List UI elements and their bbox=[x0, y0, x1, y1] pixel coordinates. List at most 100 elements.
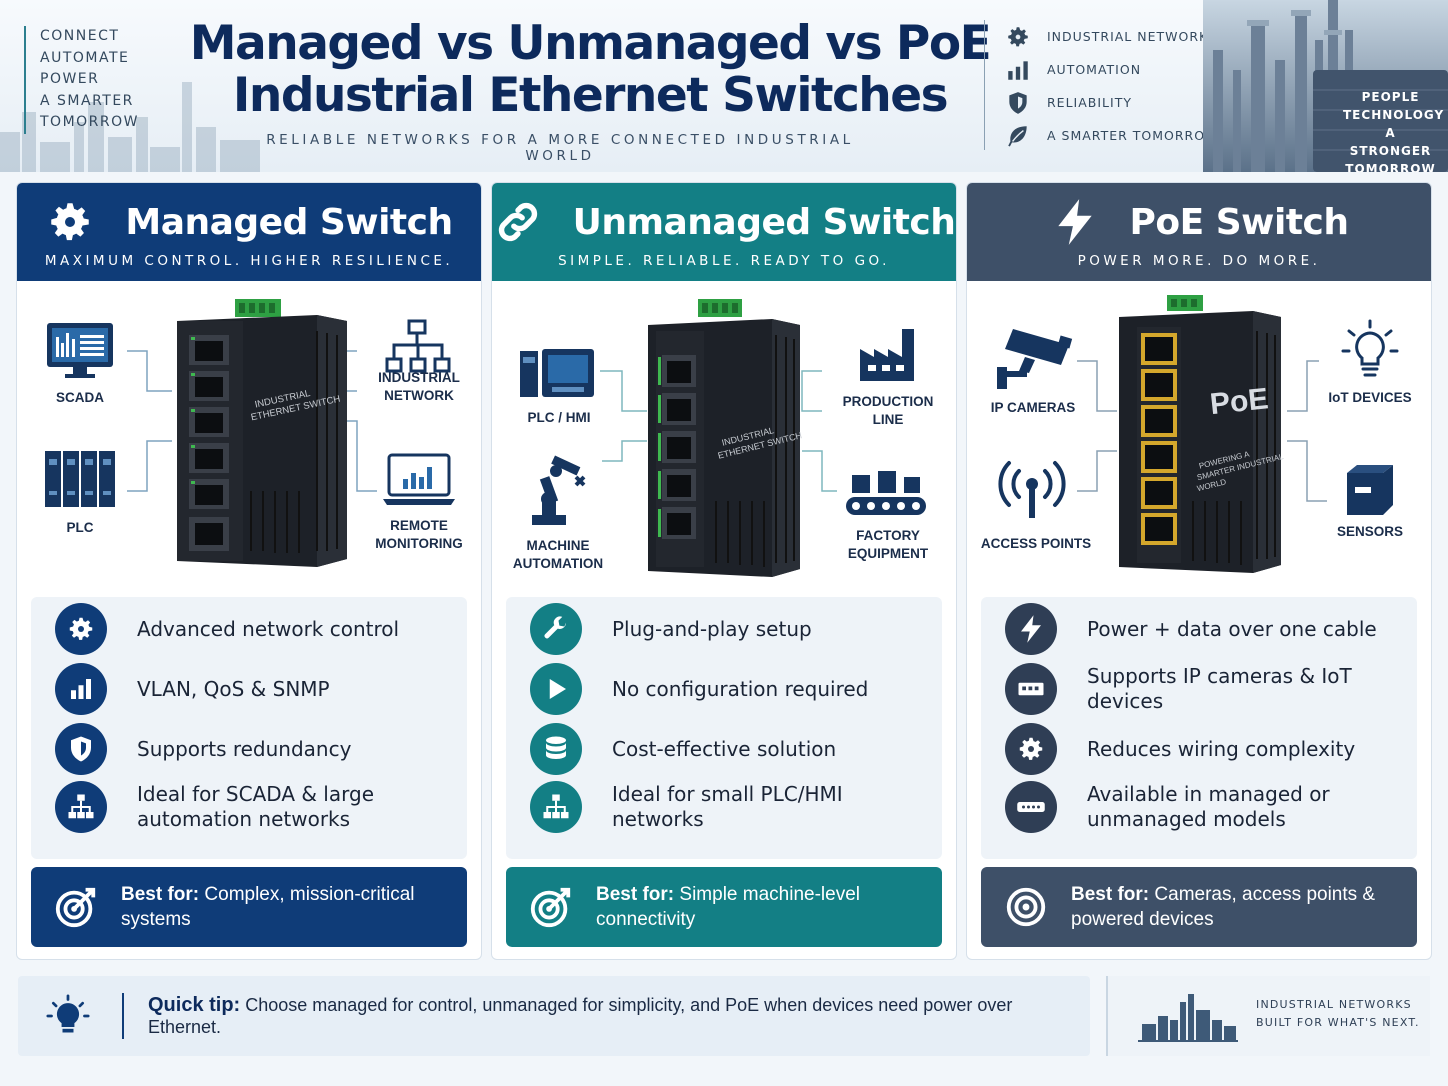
network-icon bbox=[68, 794, 94, 819]
device-label-line: FACTORY bbox=[856, 528, 920, 543]
device-label-line: PRODUCTION bbox=[842, 394, 934, 409]
card-header: PoE Switch POWER MORE. DO MORE. bbox=[967, 183, 1431, 281]
feature-text: Supports redundancy bbox=[137, 736, 352, 761]
best-for-label: Best for: bbox=[596, 884, 675, 905]
link-icon bbox=[498, 202, 537, 242]
header-item: AUTOMATION bbox=[1005, 53, 1218, 86]
best-for-text: Simple machine-level connectivity bbox=[596, 884, 860, 930]
device-text: PoE bbox=[1208, 382, 1269, 421]
feature-list: Advanced network control VLAN, QoS & SNM… bbox=[31, 597, 467, 859]
device-label-line: EQUIPMENT bbox=[847, 546, 929, 561]
industrial-plant-image bbox=[1203, 0, 1448, 172]
conveyor-icon bbox=[846, 471, 926, 515]
connector-lines bbox=[1077, 360, 1327, 502]
network-tree-icon bbox=[385, 319, 451, 373]
industrial-ethernet-switch-image: INDUSTRIAL ETHERNET SWITCH bbox=[648, 299, 803, 577]
feature-text: Ideal for small PLC/HMI networks bbox=[612, 782, 843, 831]
feature-text: Available in managed or unmanaged models bbox=[1087, 782, 1330, 831]
connector-lines bbox=[600, 370, 837, 492]
footer-brand-line: BUILT FOR WHAT'S NEXT. bbox=[1256, 1016, 1420, 1029]
lightbulb-icon bbox=[46, 994, 90, 1033]
switch-icon bbox=[1018, 682, 1044, 696]
feature-item: Reduces wiring complexity bbox=[981, 723, 1417, 775]
gear-icon bbox=[51, 203, 90, 241]
factory-text-line: TOMORROW bbox=[1345, 162, 1436, 172]
device-label-line: AUTOMATION bbox=[512, 556, 604, 571]
device-label-line: MONITORING bbox=[375, 536, 463, 551]
feature-item: VLAN, QoS & SNMP bbox=[31, 663, 467, 715]
bar-chart-icon bbox=[71, 679, 91, 699]
device-label-line: REMOTE bbox=[390, 518, 448, 533]
header-item-label: AUTOMATION bbox=[1047, 62, 1142, 77]
lightbulb-icon bbox=[1341, 319, 1399, 377]
device-label: FACTORY EQUIPMENT bbox=[828, 527, 948, 563]
tagline-line: A SMARTER bbox=[40, 92, 134, 109]
header-right-list: INDUSTRIAL NETWORKS AUTOMATION RELIABILI… bbox=[984, 20, 1218, 150]
security-camera-icon bbox=[997, 329, 1073, 389]
router-icon bbox=[1017, 802, 1045, 812]
feature-item: Power + data over one cable bbox=[981, 603, 1417, 655]
tagline-line: CONNECT bbox=[40, 28, 120, 44]
device-label-line: NETWORK bbox=[384, 388, 454, 403]
card-tagline: MAXIMUM CONTROL. HIGHER RESILIENCE. bbox=[44, 253, 454, 269]
device-label: IoT DEVICES bbox=[1328, 390, 1412, 405]
target-icon bbox=[530, 887, 571, 928]
access-point-icon bbox=[998, 461, 1066, 518]
header-item-label: RELIABILITY bbox=[1047, 95, 1132, 110]
tagline-line: AUTOMATE bbox=[40, 49, 130, 66]
page-subtitle: RELIABLE NETWORKS FOR A MORE CONNECTED I… bbox=[266, 132, 854, 164]
card-tagline: SIMPLE. RELIABLE. READY TO GO. bbox=[558, 253, 890, 269]
shield-icon bbox=[1009, 91, 1027, 114]
footer-brand-line: INDUSTRIAL NETWORKS bbox=[1256, 998, 1412, 1011]
factory-text: PEOPLE TECHNOLOGY A STRONGER TOMORROW bbox=[1343, 88, 1443, 172]
feature-item: Supports IP cameras & IoT devices bbox=[981, 663, 1417, 715]
card-header: Managed Switch MAXIMUM CONTROL. HIGHER R… bbox=[17, 183, 481, 281]
feature-list: Plug-and-play setup No configuration req… bbox=[506, 597, 942, 859]
feature-text: Plug-and-play setup bbox=[612, 616, 812, 641]
feature-text: No configuration required bbox=[612, 676, 869, 701]
device-label: IP CAMERAS bbox=[990, 400, 1076, 415]
device-label: ACCESS POINTS bbox=[980, 536, 1092, 551]
feature-text: Reduces wiring complexity bbox=[1087, 736, 1356, 761]
quick-tip-banner: Quick tip: Choose managed for control, u… bbox=[18, 976, 1090, 1056]
plc-icon bbox=[45, 451, 115, 507]
lightning-icon bbox=[1057, 199, 1092, 245]
card-tagline: POWER MORE. DO MORE. bbox=[1077, 253, 1321, 269]
card-header: Unmanaged Switch SIMPLE. RELIABLE. READY… bbox=[492, 183, 956, 281]
laptop-chart-icon bbox=[383, 453, 455, 505]
feature-item: Cost-effective solution bbox=[506, 723, 942, 775]
device-label: MACHINE AUTOMATION bbox=[506, 537, 610, 573]
feature-item: Plug-and-play setup bbox=[506, 603, 942, 655]
plc-hmi-icon bbox=[520, 349, 594, 397]
factory-text-line: PEOPLE bbox=[1361, 90, 1420, 104]
device-label-line: MACHINE bbox=[526, 538, 590, 553]
best-for-label: Best for: bbox=[121, 884, 200, 905]
device-label: INDUSTRIAL NETWORK bbox=[367, 369, 471, 405]
feature-item: Ideal for small PLC/HMI networks bbox=[506, 781, 942, 833]
best-for-text: Complex, mission-critical systems bbox=[121, 884, 415, 930]
shield-icon bbox=[71, 736, 91, 762]
feature-item: Supports redundancy bbox=[31, 723, 467, 775]
robot-arm-icon bbox=[532, 455, 586, 525]
device-label: SCADA bbox=[55, 390, 104, 405]
connection-diagram: SCADA PLC INDUSTRIAL ETHERNET SWITCH bbox=[17, 291, 481, 591]
managed-switch-card: Managed Switch MAXIMUM CONTROL. HIGHER R… bbox=[16, 182, 482, 960]
feature-text: Supports IP cameras & IoT devices bbox=[1087, 664, 1352, 713]
device-label: PLC / HMI bbox=[527, 410, 591, 425]
tip-label: Quick tip: bbox=[147, 994, 241, 1016]
unmanaged-switch-card: Unmanaged Switch SIMPLE. RELIABLE. READY… bbox=[491, 182, 957, 960]
header: CONNECT AUTOMATE POWER A SMARTER TOMORRO… bbox=[0, 0, 1448, 172]
header-item-label: INDUSTRIAL NETWORKS bbox=[1047, 29, 1218, 44]
device-label-line: INDUSTRIAL bbox=[378, 370, 460, 385]
gear-icon bbox=[69, 617, 93, 640]
poe-switch-image: PoE POWERING A SMARTER INDUSTRIAL WORLD bbox=[1119, 295, 1285, 573]
header-item: RELIABILITY bbox=[1005, 86, 1218, 119]
best-for-label: Best for: bbox=[1071, 884, 1150, 905]
device-label: PLC bbox=[66, 520, 94, 535]
best-for-banner: Best for: Complex, mission-critical syst… bbox=[31, 867, 467, 947]
header-item: INDUSTRIAL NETWORKS bbox=[1005, 20, 1218, 53]
header-item-label: A SMARTER TOMORROW bbox=[1047, 128, 1219, 143]
feature-text: VLAN, QoS & SNMP bbox=[137, 676, 330, 701]
connection-diagram: PLC / HMI MACHINE AUTOMATION INDUSTRIAL E… bbox=[492, 291, 956, 591]
feature-text: Power + data over one cable bbox=[1087, 616, 1377, 641]
